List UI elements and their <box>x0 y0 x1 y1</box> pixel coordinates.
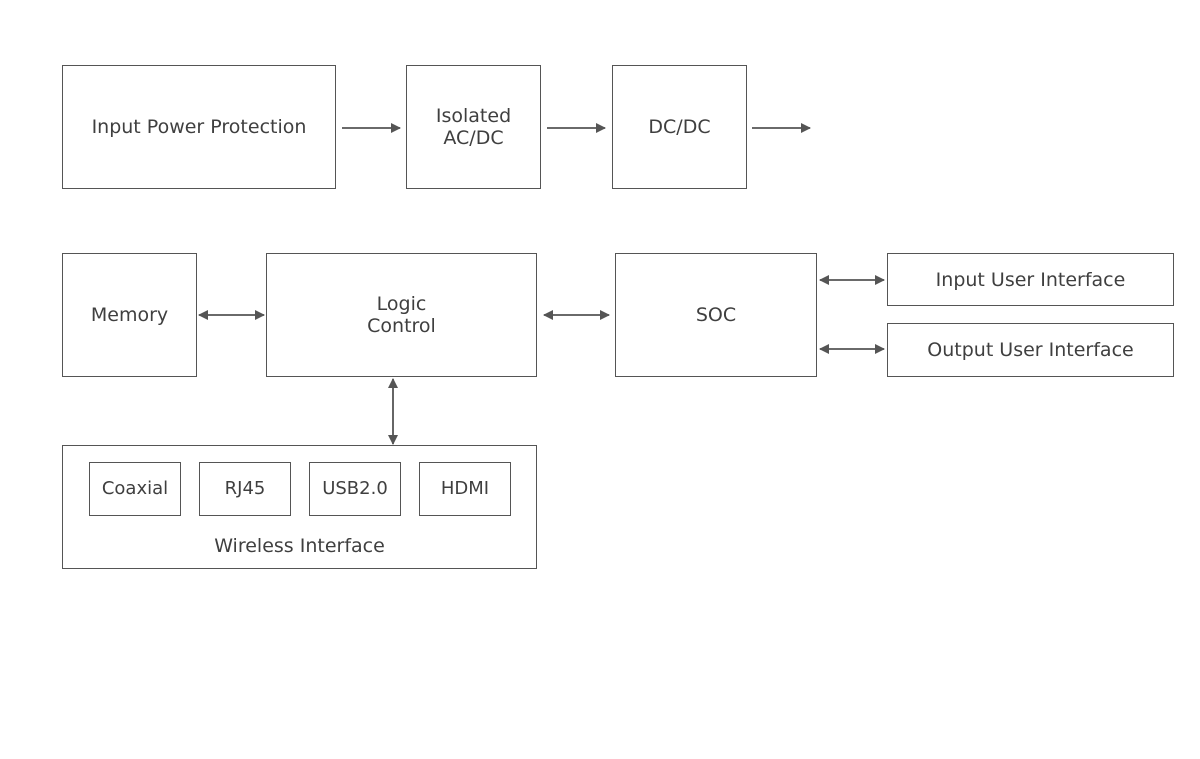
isolated-acdc-block: Isolated AC/DC <box>406 65 541 189</box>
output-user-interface-block: Output User Interface <box>887 323 1174 377</box>
isolated-acdc-label: Isolated AC/DC <box>435 105 512 149</box>
input-user-interface-block: Input User Interface <box>887 253 1174 306</box>
input-power-protection-label: Input Power Protection <box>91 116 307 138</box>
coaxial-port-block: Coaxial <box>89 462 181 516</box>
memory-label: Memory <box>90 304 169 326</box>
usb-port-block: USB2.0 <box>309 462 401 516</box>
hdmi-port-block: HDMI <box>419 462 511 516</box>
soc-label: SOC <box>695 304 737 326</box>
input-user-interface-label: Input User Interface <box>935 268 1126 291</box>
dcdc-block: DC/DC <box>612 65 747 189</box>
input-power-protection-block: Input Power Protection <box>62 65 336 189</box>
memory-block: Memory <box>62 253 197 377</box>
logic-control-block: Logic Control <box>266 253 537 377</box>
output-user-interface-label: Output User Interface <box>927 339 1134 361</box>
usb-label: USB2.0 <box>322 478 388 499</box>
soc-block: SOC <box>615 253 817 377</box>
rj45-port-block: RJ45 <box>199 462 291 516</box>
wireless-interface-label: Wireless Interface <box>214 535 385 557</box>
rj45-label: RJ45 <box>224 478 266 499</box>
logic-control-label: Logic Control <box>367 293 436 337</box>
dcdc-label: DC/DC <box>648 116 711 138</box>
coaxial-label: Coaxial <box>101 478 169 499</box>
hdmi-label: HDMI <box>440 478 490 499</box>
